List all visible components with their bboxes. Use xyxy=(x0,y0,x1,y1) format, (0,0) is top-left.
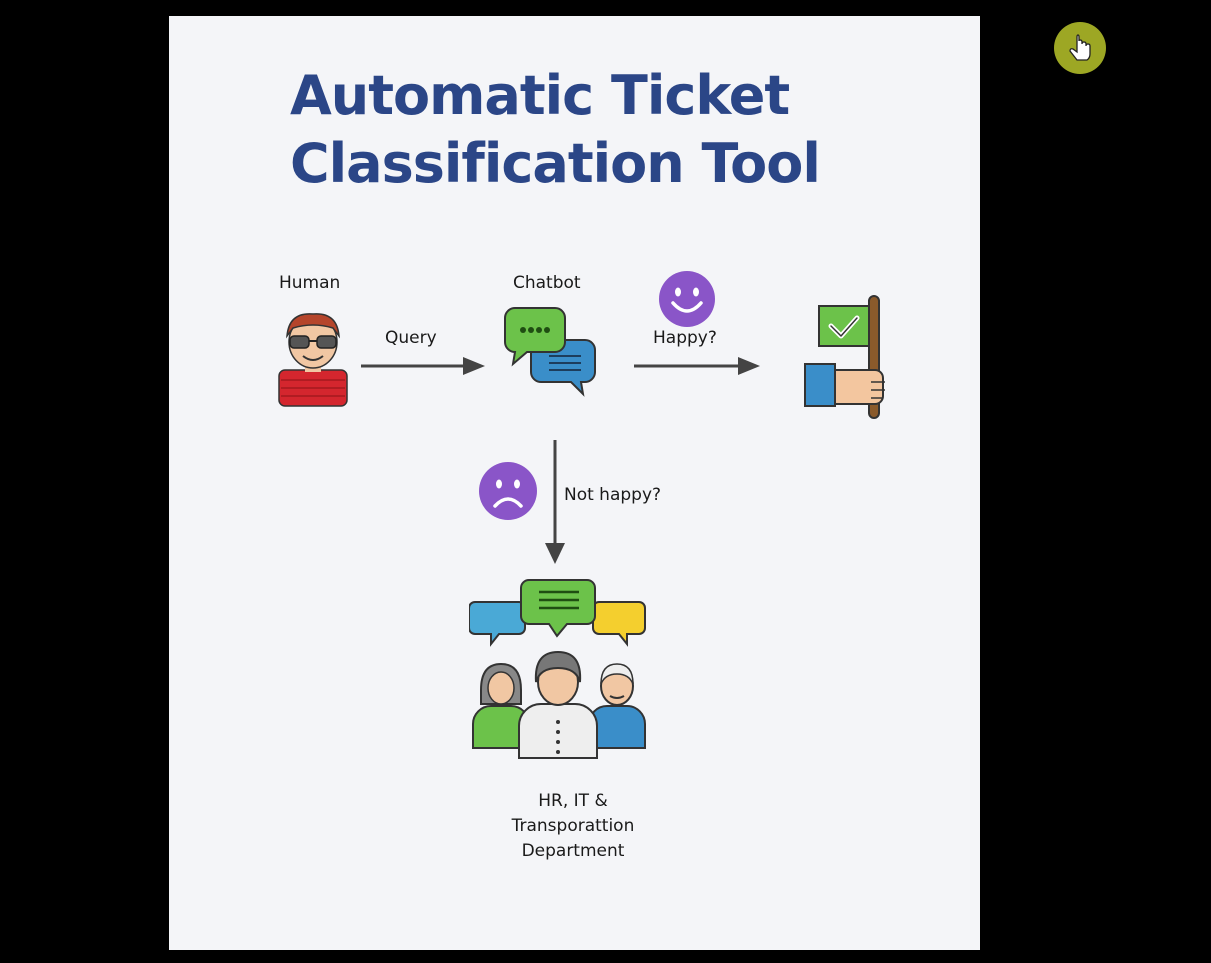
query-label: Query xyxy=(385,328,437,348)
happy-face-icon xyxy=(659,271,715,327)
title-line-2: Classification Tool xyxy=(290,132,821,195)
not-happy-arrow xyxy=(545,440,565,564)
human-label: Human xyxy=(279,273,341,293)
department-label-line-1: HR, IT & xyxy=(538,791,608,811)
checkmark-flag-icon xyxy=(804,295,885,419)
not-happy-label: Not happy? xyxy=(564,485,662,505)
happy-arrow xyxy=(634,357,760,375)
page-title: Automatic Ticket Classification Tool xyxy=(290,62,930,198)
query-arrow xyxy=(361,357,485,375)
sad-face-icon xyxy=(479,462,537,520)
team-group-icon xyxy=(469,579,646,759)
department-label: HR, IT & Transporattion Department xyxy=(488,789,658,864)
department-label-line-3: Department xyxy=(521,841,625,861)
chat-bubbles-icon xyxy=(504,307,596,397)
department-label-line-2: Transporattion xyxy=(511,816,635,836)
slide: Automatic Ticket Classification Tool Hum… xyxy=(169,16,980,950)
hand-cursor-icon xyxy=(1054,22,1106,74)
happy-label: Happy? xyxy=(653,328,717,348)
chatbot-label: Chatbot xyxy=(513,273,581,293)
title-line-1: Automatic Ticket xyxy=(290,64,790,127)
human-avatar-icon xyxy=(278,313,348,407)
